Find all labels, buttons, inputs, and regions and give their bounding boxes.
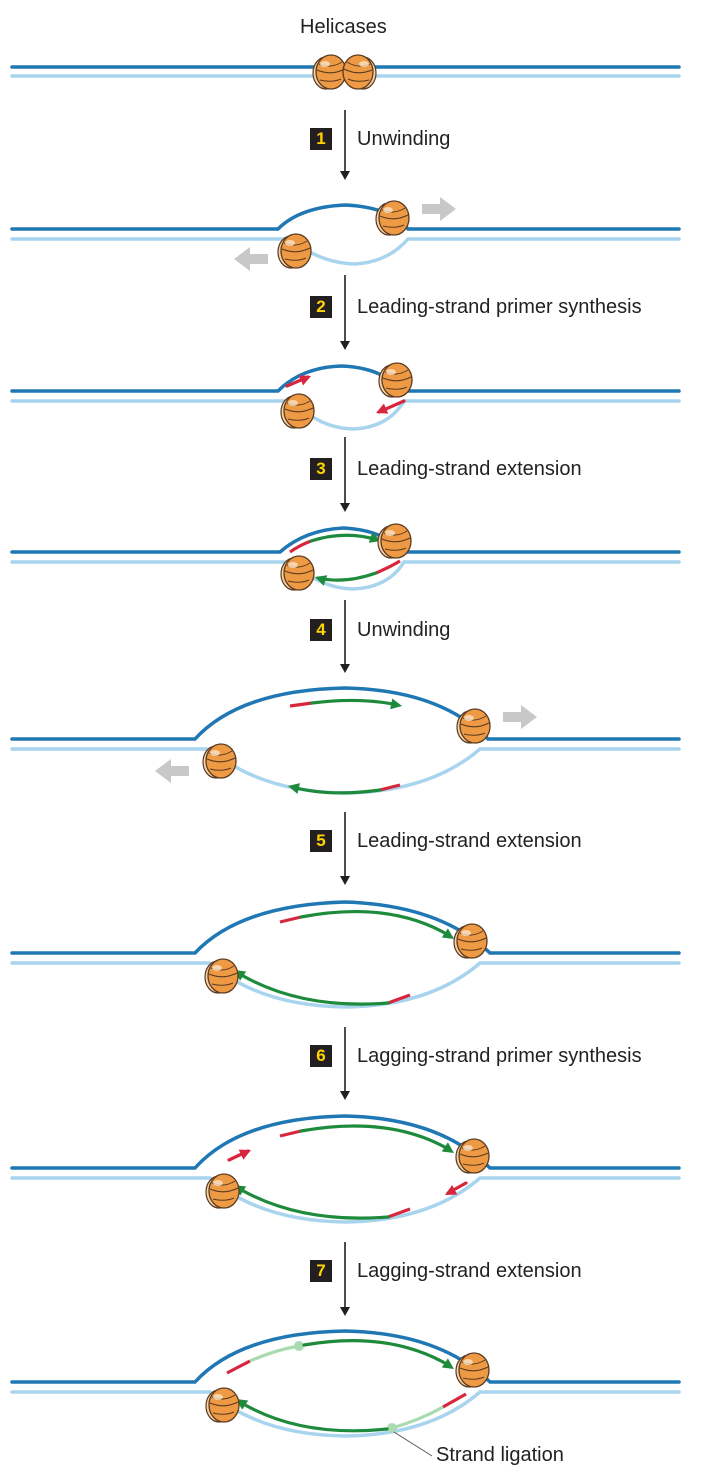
- bottom-strand-2: [10, 399, 681, 431]
- helicase-icon-4b: [202, 743, 237, 779]
- top-strand-7: [10, 1329, 681, 1384]
- helicase-icon-5a: [453, 923, 488, 959]
- primer-3a: [289, 539, 312, 554]
- primer-2a-head: [298, 375, 311, 386]
- helicase-icon-2a: [378, 362, 413, 398]
- new-strand-3a: [309, 533, 380, 543]
- step-2-label: Leading-strand primer synthesis: [357, 296, 642, 318]
- helicase-icon-7a: [455, 1352, 490, 1388]
- step-arrow-1-head: [340, 171, 350, 180]
- primer-4a: [289, 701, 313, 708]
- helicase-icon-6b: [205, 1173, 240, 1209]
- step-4-label: Unwinding: [357, 619, 451, 641]
- helicase-icon-7b: [205, 1387, 240, 1423]
- new-strand-5b: [236, 971, 390, 1006]
- ligation-leader-line: [393, 1431, 433, 1457]
- step-7-label: Lagging-strand extension: [357, 1260, 582, 1282]
- primer-5a: [279, 915, 302, 924]
- new-strand-4b-head: [288, 783, 300, 794]
- step-7-number: 7: [310, 1260, 332, 1282]
- new-strand-7a-head: [441, 1358, 454, 1369]
- strand-ligation-label: Strand ligation: [436, 1444, 564, 1466]
- step-arrow-7-head: [340, 1307, 350, 1316]
- gray-arrow-icon-1b: [234, 247, 268, 271]
- step-1-number: 1: [310, 128, 332, 150]
- new-strand-7b: [238, 1400, 389, 1433]
- top-strand-6: [10, 1114, 681, 1170]
- step-arrow-5-head: [340, 876, 350, 885]
- helicase-icon-3b: [280, 555, 315, 591]
- primer-6a-head: [238, 1149, 251, 1160]
- bottom-strand-5: [10, 961, 681, 1009]
- step-5-label: Leading-strand extension: [357, 830, 582, 852]
- ligation-point-7a: [294, 1341, 304, 1351]
- helicase-icon-3a: [377, 523, 412, 559]
- gray-arrow-icon-1a: [422, 197, 456, 221]
- step-1-label: Unwinding: [357, 128, 451, 150]
- helicase-icon-2b: [280, 393, 315, 429]
- step-6-label: Lagging-strand primer synthesis: [357, 1045, 642, 1067]
- step-6-number: 6: [310, 1045, 332, 1067]
- new-strand-4a-head: [390, 698, 402, 710]
- ligation-point-7b: [387, 1423, 397, 1433]
- helicase-icon-1b: [277, 233, 312, 269]
- bottom-strand-4: [10, 747, 681, 795]
- new-strand-6b: [236, 1186, 390, 1220]
- step-arrow-6-head: [340, 1091, 350, 1100]
- top-strand-4: [10, 686, 681, 741]
- top-strand-3: [10, 526, 681, 554]
- primer-6b: [279, 1129, 302, 1138]
- helicase-icon-1a: [375, 200, 410, 236]
- helicase-icon-0a: [312, 54, 347, 90]
- step-2-number: 2: [310, 296, 332, 318]
- primer-3b: [375, 559, 401, 575]
- top-strand-1: [10, 203, 681, 231]
- primer-4b: [379, 783, 401, 792]
- gray-arrow-icon-4a: [503, 705, 537, 729]
- new-strand-5a: [299, 909, 452, 938]
- primer-2b-head: [376, 403, 389, 414]
- new-strand-4b: [290, 785, 382, 795]
- step-3-number: 3: [310, 458, 332, 480]
- top-strand-5: [10, 900, 681, 955]
- primer-7a: [226, 1359, 251, 1375]
- helicases-title: Helicases: [300, 16, 387, 38]
- new-strand-6a: [299, 1124, 452, 1152]
- new-strand-5a-head: [441, 928, 454, 939]
- step-arrow-2-head: [340, 341, 350, 350]
- bottom-strand-6: [10, 1176, 681, 1224]
- primer-7b: [442, 1392, 467, 1409]
- helicase-icon-0b: [342, 54, 377, 90]
- helicase-icon-5b: [204, 958, 239, 994]
- top-strand-2: [10, 364, 681, 393]
- primer-5b: [387, 993, 411, 1005]
- new-strand-4a: [310, 698, 400, 707]
- step-arrow-3-head: [340, 503, 350, 512]
- new-strand-6a-head: [441, 1142, 454, 1153]
- helicase-icon-6a: [455, 1138, 490, 1174]
- primer-6c-head: [445, 1184, 458, 1195]
- new-strand-3b-head: [315, 575, 328, 586]
- step-5-number: 5: [310, 830, 332, 852]
- ligated-strand-7a: [249, 1344, 300, 1363]
- bottom-strand-3: [10, 560, 681, 591]
- gray-arrow-icon-4b: [155, 759, 189, 783]
- helicase-icon-4a: [456, 708, 491, 744]
- step-4-number: 4: [310, 619, 332, 641]
- step-3-label: Leading-strand extension: [357, 458, 582, 480]
- step-arrow-4-head: [340, 664, 350, 673]
- new-strand-7a: [302, 1338, 452, 1368]
- primer-6d: [387, 1207, 411, 1219]
